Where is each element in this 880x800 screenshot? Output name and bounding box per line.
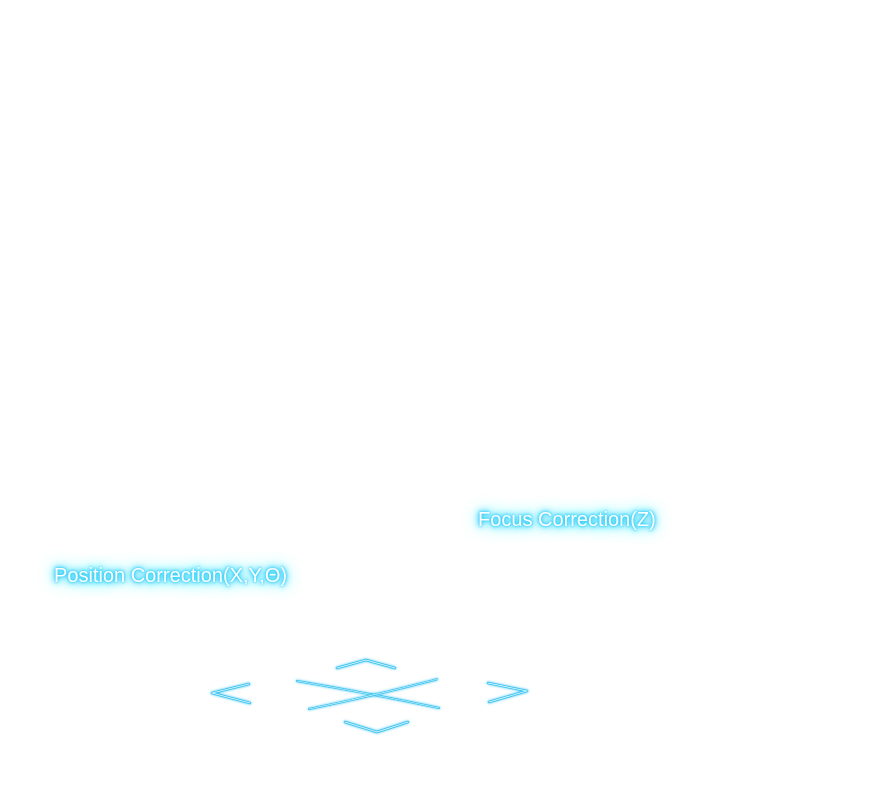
position-correction-label: Position Correction(X,Y,Θ) <box>54 565 288 587</box>
chevron-left-icon[interactable] <box>202 678 258 710</box>
chevron-up-icon[interactable] <box>330 650 402 676</box>
rotate-cross-icon[interactable] <box>292 672 444 716</box>
chevron-right-icon[interactable] <box>480 676 536 708</box>
focus-correction-label: Focus Correction(Z) <box>478 509 656 531</box>
chevron-down-icon[interactable] <box>338 712 414 738</box>
